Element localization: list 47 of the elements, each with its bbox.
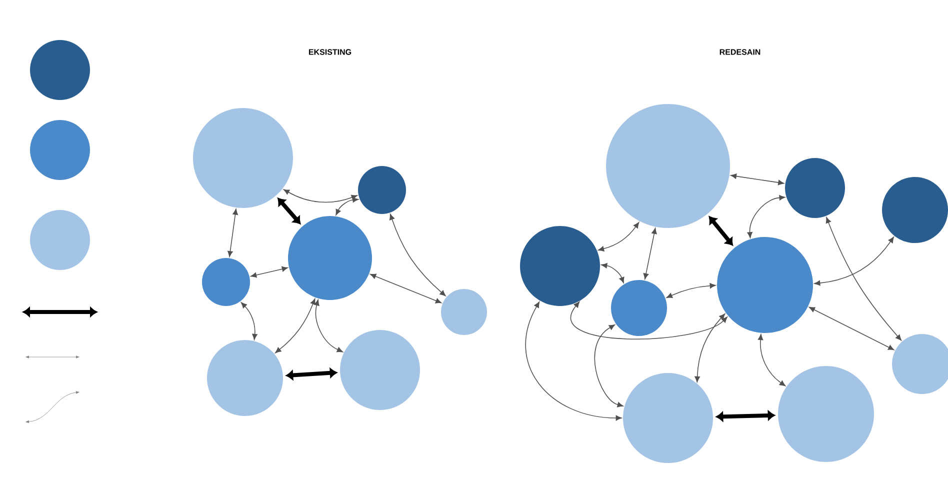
circle-node: [882, 177, 948, 243]
double-arrow: [278, 198, 301, 224]
circle-node: [340, 330, 420, 410]
circle-node: [30, 40, 90, 100]
circle-node: [202, 258, 250, 306]
double-arrow: [286, 368, 337, 380]
circle-node: [358, 166, 406, 214]
circle-node: [30, 210, 90, 270]
circle-node: [520, 226, 600, 306]
circle-node: [611, 280, 667, 336]
double-arrow: [708, 216, 733, 246]
connector: [758, 334, 786, 386]
connector: [250, 266, 288, 278]
circle-node: [717, 237, 813, 333]
circle-node: [441, 289, 487, 335]
circle-node: [288, 216, 372, 300]
connector: [283, 189, 358, 203]
double-arrow: [716, 410, 775, 422]
connector: [808, 306, 894, 350]
connector: [730, 174, 784, 186]
connector: [826, 217, 902, 341]
section-title: REDESAIN: [720, 49, 760, 55]
circle-node: [207, 340, 283, 416]
connector: [643, 228, 657, 280]
connector: [370, 274, 442, 304]
connector: [336, 197, 359, 216]
connector: [525, 302, 622, 421]
circle-node: [623, 373, 713, 463]
circle-node: [785, 158, 845, 218]
circle-node: [606, 104, 730, 228]
connector: [601, 263, 624, 284]
connector: [389, 214, 446, 296]
connector: [570, 302, 728, 340]
connector: [747, 195, 786, 238]
connector: [314, 300, 343, 352]
connector: [275, 298, 316, 354]
circle-node: [30, 120, 90, 180]
connector: [228, 208, 238, 257]
section-title: EKSISTING: [308, 49, 352, 55]
connector: [240, 302, 258, 340]
connector: [694, 314, 726, 382]
connector: [666, 283, 716, 298]
connector: [594, 324, 624, 408]
circle-node: [193, 108, 293, 208]
connector: [814, 236, 894, 286]
connector: [598, 222, 640, 252]
circle-node: [778, 366, 874, 462]
